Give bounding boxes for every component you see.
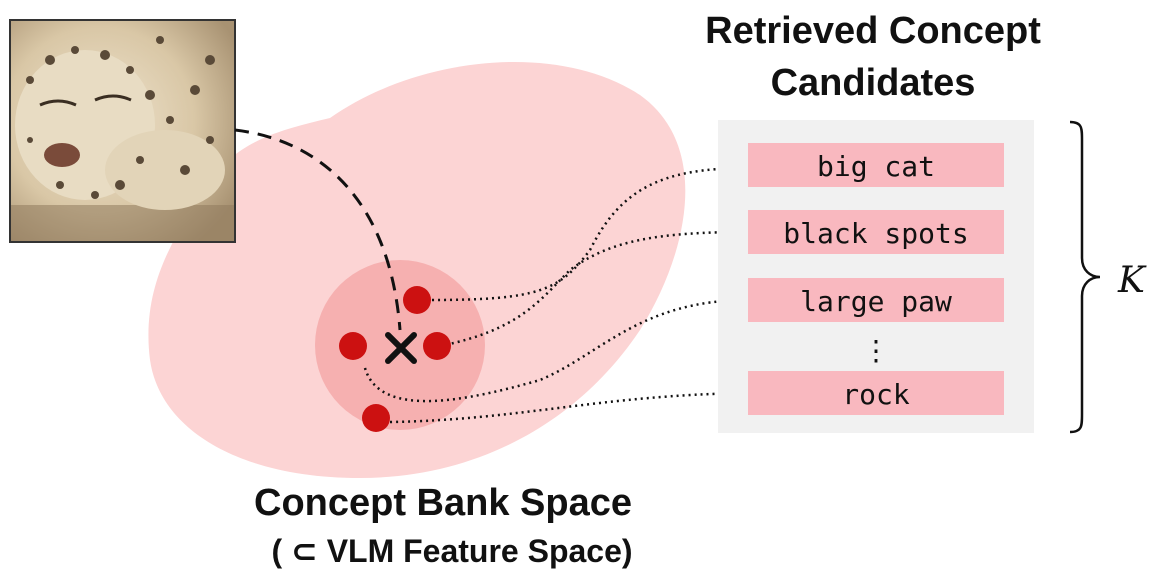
candidate-item: black spots (748, 210, 1004, 254)
arrow-large-paw (363, 291, 750, 403)
concept-dot (339, 332, 367, 360)
image-projection-path (234, 128, 402, 331)
candidate-label: black spots (783, 217, 968, 250)
candidates-heading-line1: Retrieved Concept (705, 10, 1041, 52)
concept-space-label: Concept Bank Space (254, 482, 632, 524)
candidates-ellipsis: ⋮ (862, 334, 890, 367)
arrow-big-cat (431, 159, 750, 302)
candidates-heading-line2: Candidates (771, 62, 976, 104)
candidate-item: large paw (748, 278, 1004, 322)
candidate-item: rock (748, 371, 1004, 415)
candidate-label: big cat (817, 150, 935, 183)
arrow-rock (389, 384, 750, 424)
concept-dot (423, 332, 451, 360)
arrow-black-spots (439, 223, 750, 348)
retrieval-arrows (363, 159, 750, 424)
concept-dot (362, 404, 390, 432)
candidate-label: rock (842, 378, 910, 411)
candidate-label: large paw (800, 285, 952, 318)
query-feature-marker (385, 332, 417, 364)
k-label: K (1117, 260, 1147, 301)
candidate-item: big cat (748, 143, 1004, 187)
concept-space-sublabel: ( ⊂ VLM Feature Space) (271, 533, 632, 569)
input-image (9, 19, 236, 243)
k-brace (1069, 120, 1101, 434)
concept-dot (403, 286, 431, 314)
